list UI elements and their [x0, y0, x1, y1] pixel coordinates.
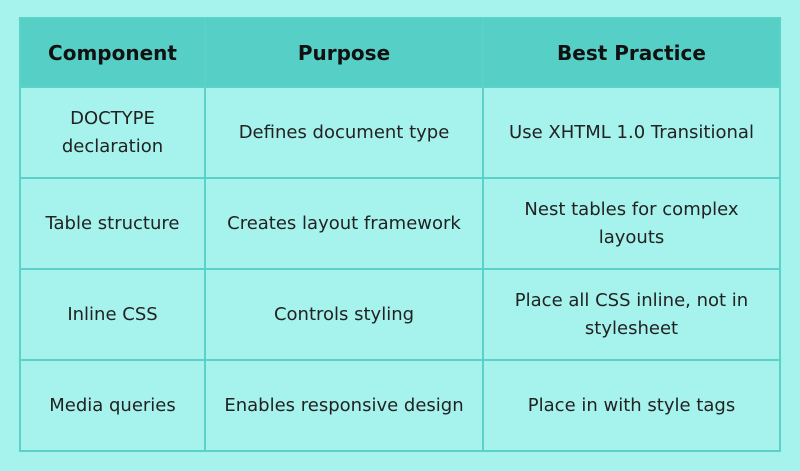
header-row: Component Purpose Best Practice	[19, 17, 781, 88]
best-practices-table: Component Purpose Best Practice DOCTYPE …	[19, 17, 781, 452]
table-row: Table structure Creates layout framework…	[19, 177, 781, 270]
cell-best-practice: Nest tables for complex layouts	[482, 177, 781, 270]
table-body: DOCTYPE declaration Defines document typ…	[19, 86, 781, 452]
table-header: Component Purpose Best Practice	[19, 17, 781, 88]
cell-purpose: Controls styling	[204, 268, 484, 361]
column-header-best-practice: Best Practice	[482, 17, 781, 88]
table-row: DOCTYPE declaration Defines document typ…	[19, 86, 781, 179]
table-row: Media queries Enables responsive design …	[19, 359, 781, 452]
column-header-purpose: Purpose	[204, 17, 484, 88]
cell-best-practice: Place all CSS inline, not in stylesheet	[482, 268, 781, 361]
cell-component: DOCTYPE declaration	[19, 86, 206, 179]
cell-purpose: Creates layout framework	[204, 177, 484, 270]
cell-purpose: Defines document type	[204, 86, 484, 179]
cell-best-practice: Place in with style tags	[482, 359, 781, 452]
table-container: Component Purpose Best Practice DOCTYPE …	[19, 17, 781, 452]
cell-component: Table structure	[19, 177, 206, 270]
cell-component: Inline CSS	[19, 268, 206, 361]
cell-best-practice: Use XHTML 1.0 Transitional	[482, 86, 781, 179]
cell-component: Media queries	[19, 359, 206, 452]
table-row: Inline CSS Controls styling Place all CS…	[19, 268, 781, 361]
cell-purpose: Enables responsive design	[204, 359, 484, 452]
column-header-component: Component	[19, 17, 206, 88]
